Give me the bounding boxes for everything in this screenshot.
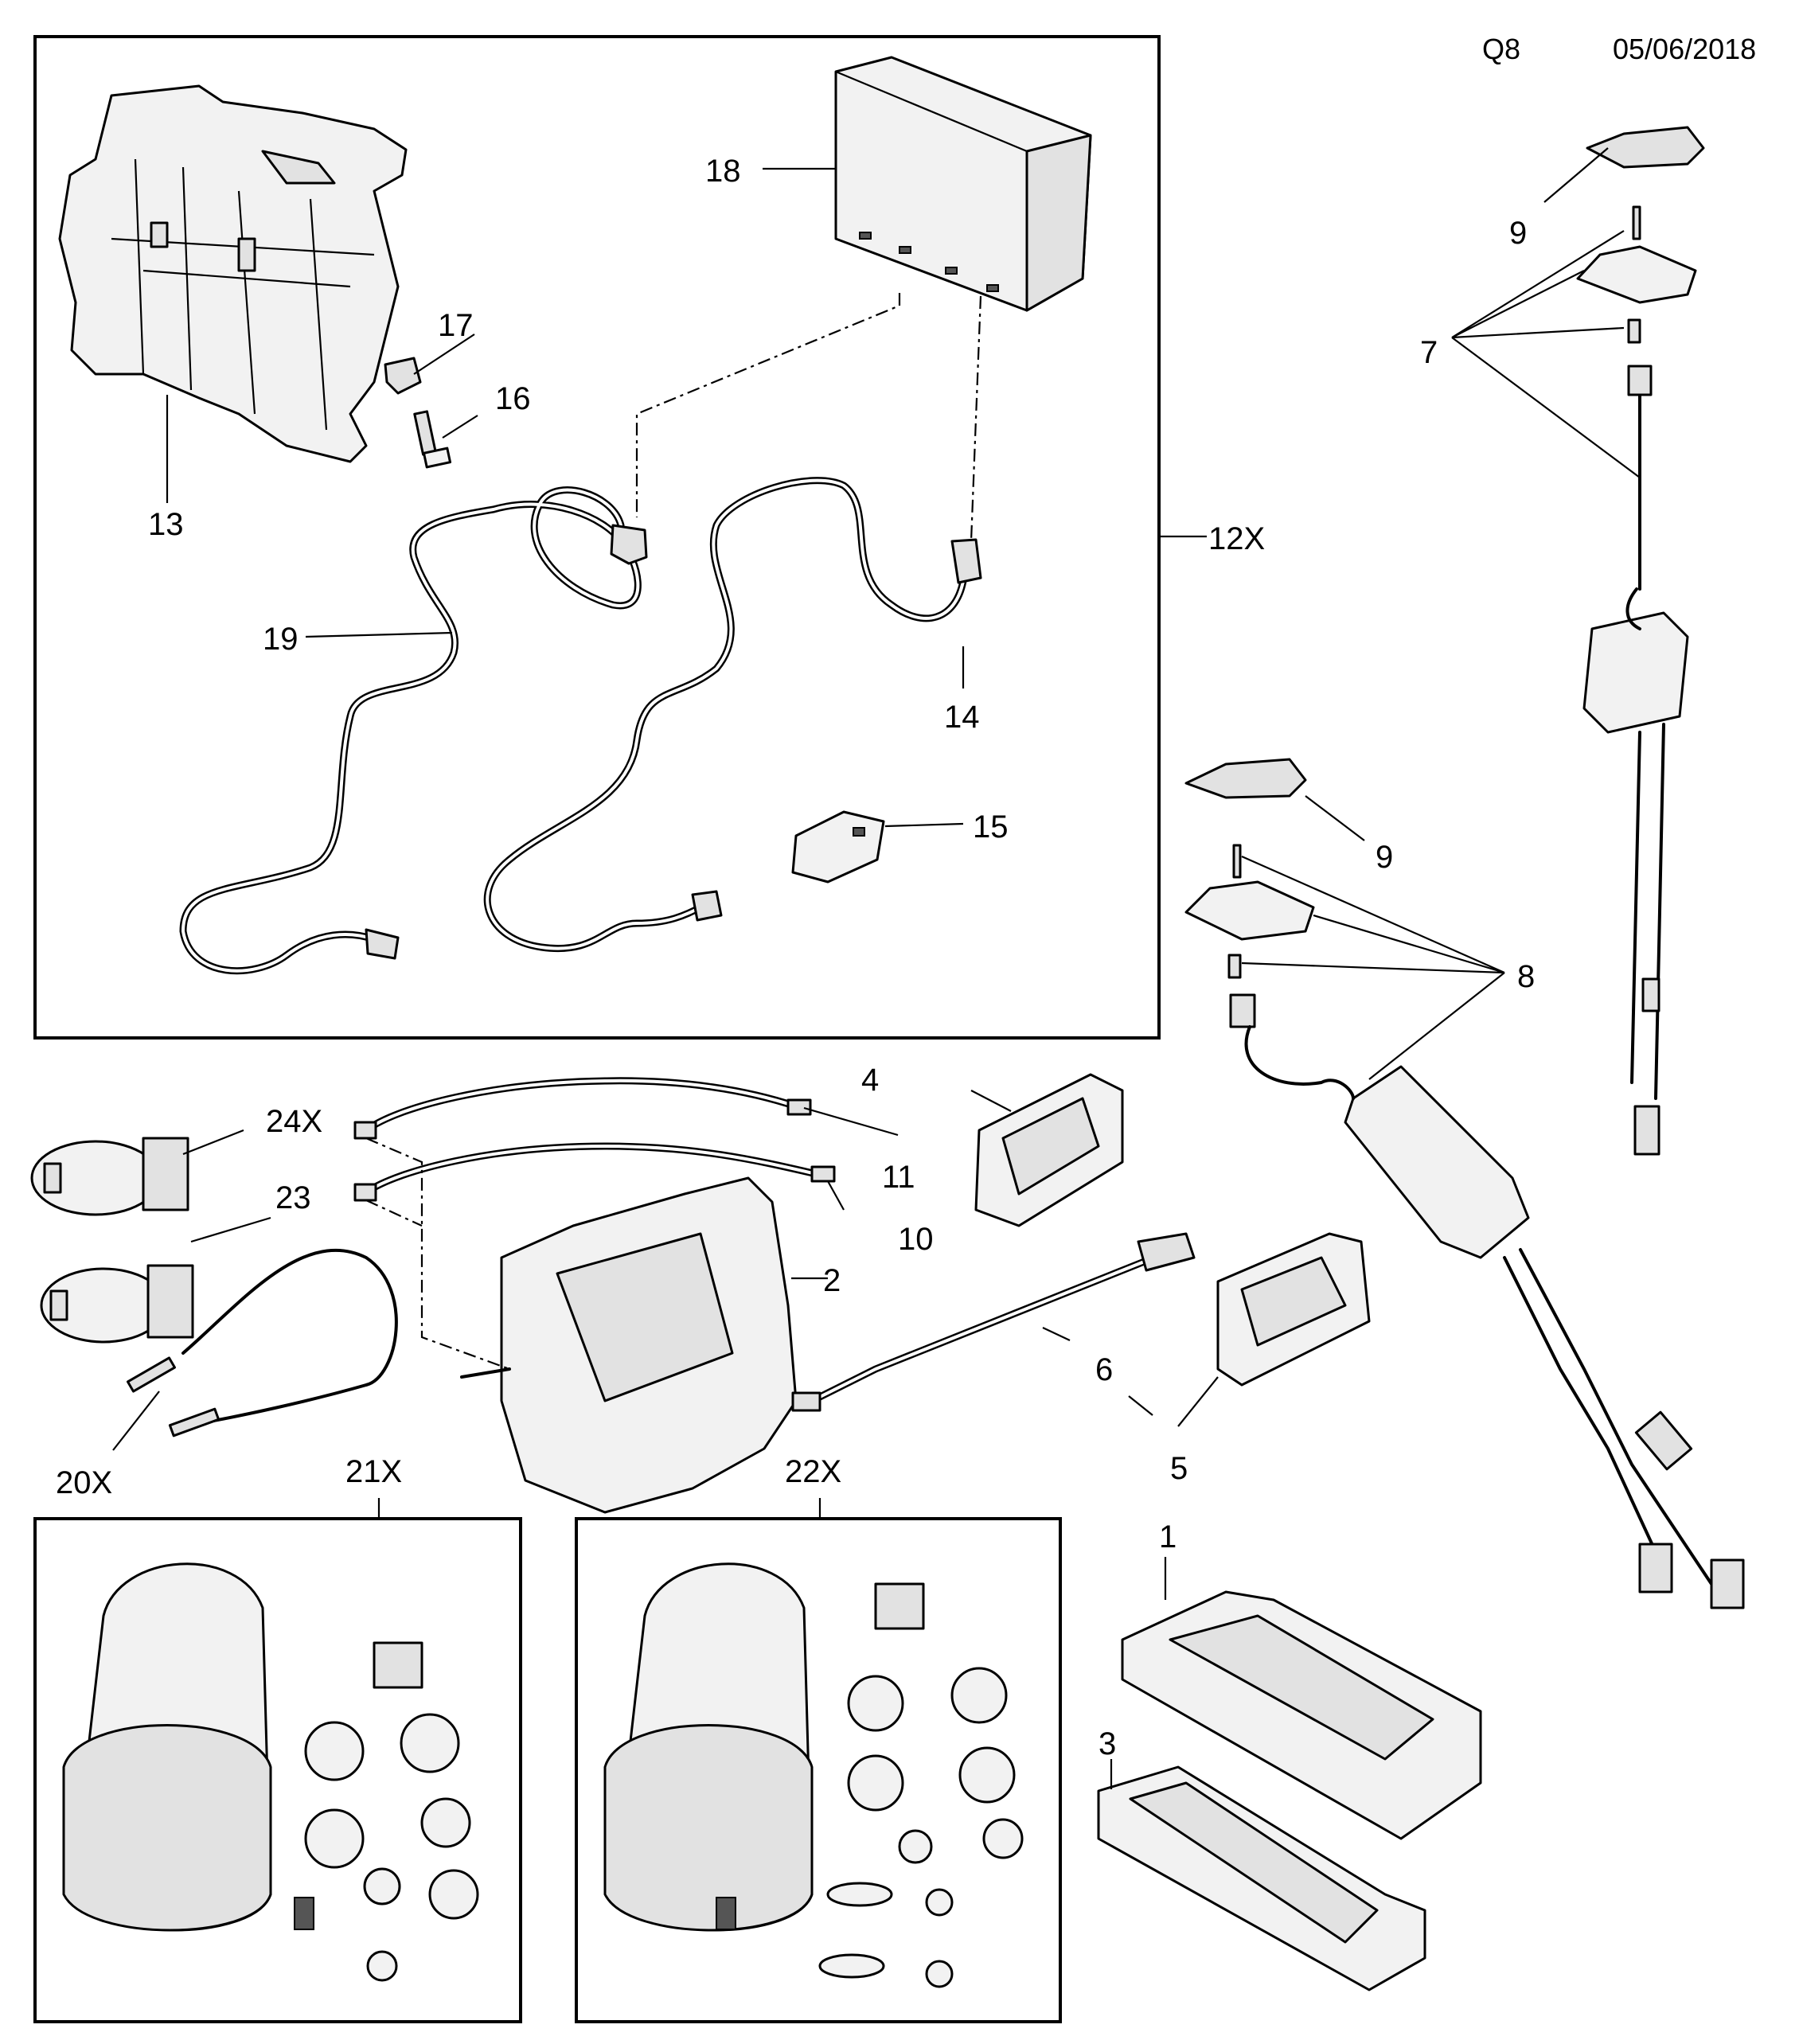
amplifier-unit: [1244, 1025, 1745, 1609]
callout-6: 6: [1095, 1352, 1113, 1387]
mounting-bracket-13: [58, 84, 408, 463]
callout-9-top: 9: [1509, 216, 1527, 251]
connector-15: [791, 810, 885, 884]
callout-15: 15: [973, 809, 1009, 845]
tray-1: [1121, 1590, 1482, 1840]
kit-22x-frame: [575, 1517, 1062, 2023]
bulb-24x: [30, 1137, 189, 1216]
kit-21x-frame: [33, 1517, 522, 2023]
phone-holder-2: [460, 1176, 798, 1514]
callout-2: 2: [823, 1263, 841, 1298]
cable-10: [353, 1142, 836, 1202]
aux-cable-20x: [127, 1248, 398, 1437]
wiring-harness-14: [483, 477, 982, 952]
callout-14: 14: [944, 700, 980, 735]
callout-17: 17: [438, 308, 474, 343]
callout-18: 18: [705, 154, 741, 189]
cable-6: [791, 1232, 1196, 1412]
bulb-case-21x: [62, 1562, 272, 1932]
callout-13: 13: [148, 507, 184, 542]
callout-3: 3: [1099, 1726, 1116, 1761]
cover-9-top: [1586, 126, 1705, 169]
callout-19: 19: [263, 622, 299, 657]
mount-base-7: [1576, 205, 1697, 344]
callout-1: 1: [1159, 1519, 1177, 1554]
callout-9-mid: 9: [1376, 840, 1393, 875]
callout-23: 23: [275, 1180, 311, 1215]
callout-22x: 22X: [785, 1454, 841, 1489]
callout-5: 5: [1170, 1451, 1188, 1486]
bulbs-22x: [716, 1582, 1024, 1988]
callout-16: 16: [495, 381, 531, 416]
bulbs-21x: [294, 1641, 479, 1982]
holder-5: [1216, 1232, 1371, 1387]
header-date: 05/06/2018: [1613, 33, 1756, 65]
cable-11: [353, 1077, 812, 1140]
callout-10: 10: [898, 1222, 934, 1257]
callout-11: 11: [882, 1160, 915, 1195]
callout-4: 4: [861, 1063, 879, 1098]
callout-8: 8: [1517, 959, 1535, 994]
callout-21x: 21X: [345, 1454, 402, 1489]
callout-24x: 24X: [266, 1104, 322, 1139]
bulb-case-22x: [603, 1562, 814, 1932]
callout-7: 7: [1420, 335, 1438, 370]
callout-20x: 20X: [56, 1465, 112, 1500]
antenna-harness-right: [1582, 365, 1689, 1156]
control-module-18: [834, 56, 1092, 312]
bulb-23: [40, 1264, 194, 1344]
clip-17: [384, 357, 422, 395]
mount-base-8: [1184, 844, 1315, 1028]
leader-lines: [112, 147, 1641, 1789]
cover-9-mid: [1184, 758, 1307, 799]
wiring-harness-19: [179, 486, 648, 975]
bolt-16: [413, 410, 452, 469]
header-code: Q8: [1482, 33, 1520, 65]
callout-12x: 12X: [1208, 521, 1265, 556]
tray-3: [1097, 1765, 1426, 1991]
holder-4: [974, 1073, 1124, 1227]
